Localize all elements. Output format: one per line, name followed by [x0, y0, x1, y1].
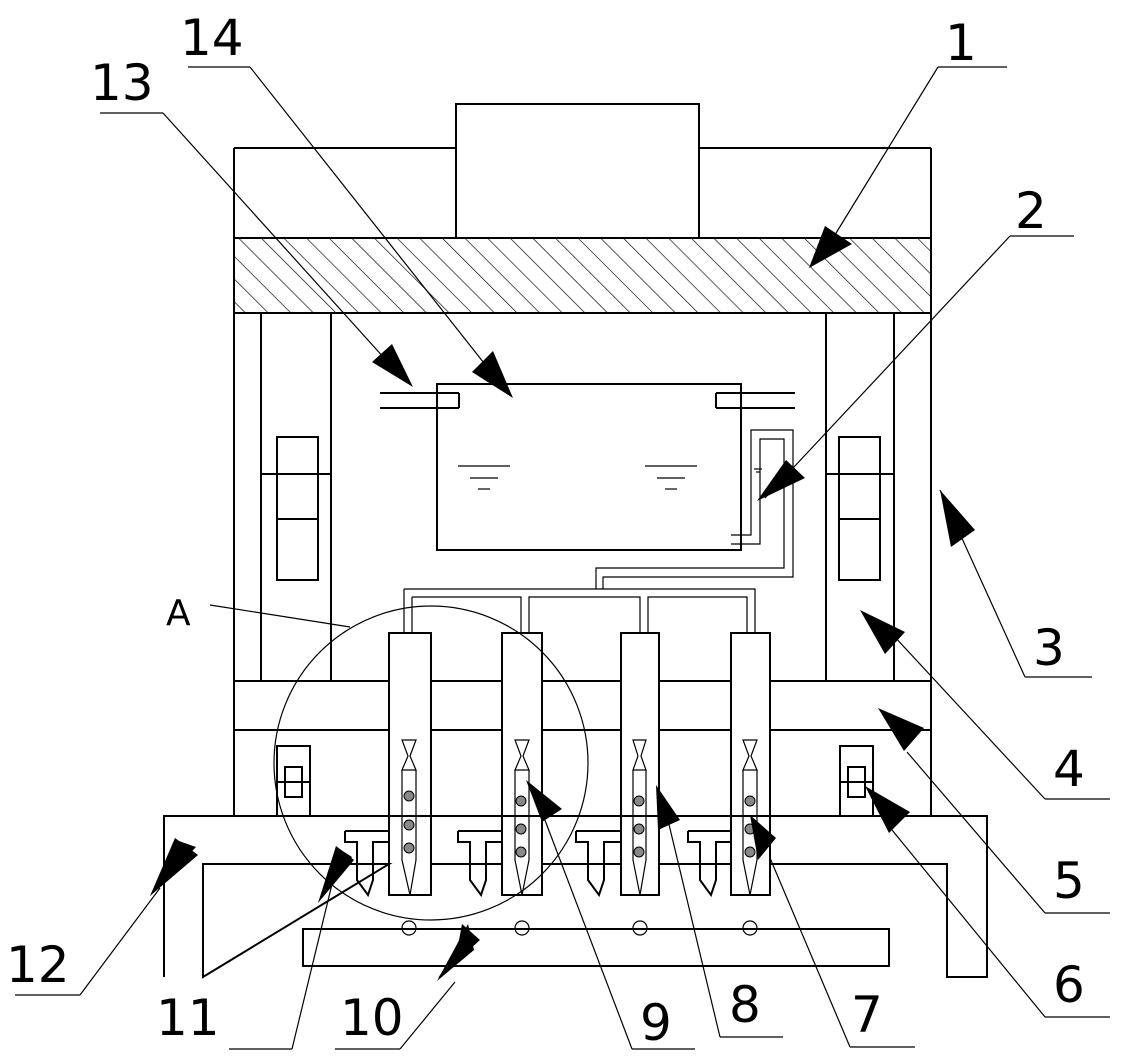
liquid-tank	[380, 384, 795, 550]
left-guide-column	[261, 313, 331, 681]
label-5: 5	[1053, 852, 1085, 910]
label-14: 14	[180, 9, 244, 67]
detail-label: A	[166, 593, 191, 634]
label-10: 10	[340, 989, 404, 1047]
outlet-pipe	[404, 430, 793, 633]
label-8: 8	[729, 976, 761, 1034]
nozzle-4	[731, 633, 770, 895]
label-13: 13	[90, 54, 154, 112]
label-6: 6	[1053, 956, 1085, 1014]
right-sensor	[840, 746, 873, 816]
label-4: 4	[1053, 740, 1085, 798]
nozzle-2	[502, 633, 542, 895]
top-motor	[456, 104, 699, 238]
label-2: 2	[1015, 182, 1047, 240]
label-7: 7	[851, 986, 883, 1044]
conveyor-plate	[303, 929, 889, 966]
label-11: 11	[156, 989, 220, 1047]
label-12: 12	[6, 936, 70, 994]
label-3: 3	[1033, 619, 1065, 677]
leader-lines	[15, 67, 1110, 1049]
label-9: 9	[640, 994, 672, 1052]
nozzle-3	[621, 633, 659, 895]
label-1: 1	[945, 14, 977, 72]
left-sensor	[277, 746, 310, 816]
nozzle-1	[389, 633, 431, 895]
